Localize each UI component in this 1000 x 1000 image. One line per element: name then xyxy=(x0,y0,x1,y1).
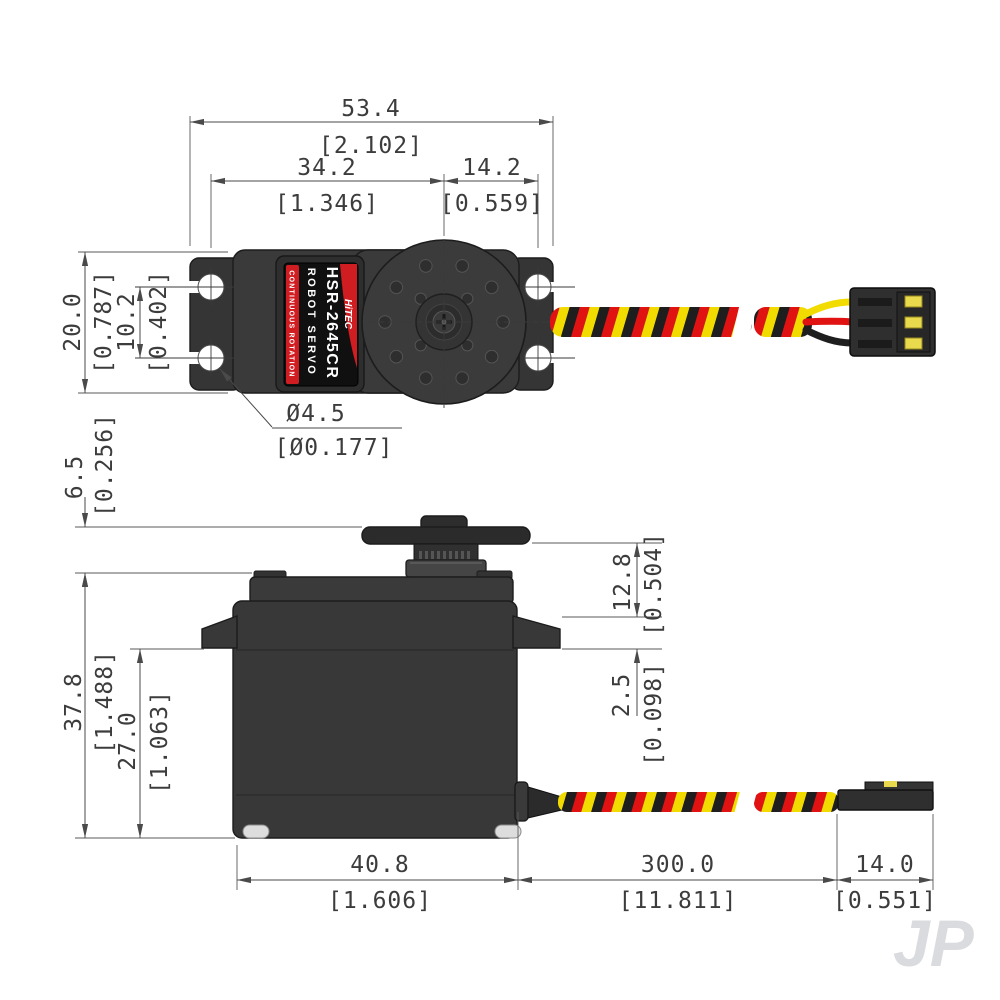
dim-flange-thickness-in: [0.098] xyxy=(641,662,667,766)
label-red-swoosh xyxy=(340,264,357,368)
dim-connector-length-mm: 14.0 xyxy=(855,852,914,878)
connector-side xyxy=(837,781,934,811)
dim-body-depth-in: [0.787] xyxy=(91,270,117,374)
side-view: 6.5 [0.256] 37.8 [1.488] 27.0 [1.063] 12… xyxy=(61,413,937,914)
label-product-line-text: ROBOT SERVO xyxy=(305,268,317,377)
dim-connector-length-in: [0.551] xyxy=(833,888,937,914)
dim-overall-width-mm: 53.4 xyxy=(341,96,400,122)
flange-left xyxy=(201,614,238,649)
servo-horn-side xyxy=(361,515,531,578)
label-model-text: HSR-2645CR xyxy=(323,267,340,380)
dim-hole-pitch-in: [0.402] xyxy=(146,270,172,374)
servo-wire-side xyxy=(558,788,839,818)
dim-horn-to-holes-in: [0.559] xyxy=(440,191,544,217)
dim-body-depth-mm: 20.0 xyxy=(60,292,86,351)
dim-horn-height-mm: 6.5 xyxy=(62,455,88,500)
dim-hole-span-in: [1.346] xyxy=(275,191,379,217)
top-view: CONTINUOUS ROTATION ROBOT SERVO HSR-2645… xyxy=(60,96,936,461)
dim-cable-length-mm: 300.0 xyxy=(641,852,715,878)
flange-right xyxy=(512,615,561,649)
dim-hole-pitch-mm: 10.2 xyxy=(114,292,140,351)
dim-body-length-in: [1.606] xyxy=(328,888,432,914)
servo-horn-top xyxy=(361,239,552,408)
label-red-band xyxy=(286,265,299,384)
label-feature-band-text: CONTINUOUS ROTATION xyxy=(288,270,295,377)
wire-break-top xyxy=(731,303,757,341)
foot-right xyxy=(494,824,522,839)
dim-total-height-in: [1.488] xyxy=(92,650,118,754)
wire-grommet xyxy=(514,781,529,822)
product-label: CONTINUOUS ROTATION ROBOT SERVO HSR-2645… xyxy=(275,255,365,393)
spline-teeth xyxy=(419,551,470,559)
top-view-dimensions: 53.4 [2.102] 34.2 [1.346] 14.2 [0.559] 2… xyxy=(60,96,575,461)
dim-body-length-mm: 40.8 xyxy=(350,852,409,878)
servo-body-side xyxy=(201,570,563,839)
dim-hole-diameter-mm: Ø4.5 xyxy=(286,401,345,427)
jp-watermark: JP xyxy=(893,906,975,980)
dim-horn-to-holes-mm: 14.2 xyxy=(462,155,521,181)
dim-overall-width-in: [2.102] xyxy=(319,133,423,159)
dim-flange-thickness-mm: 2.5 xyxy=(609,673,635,718)
dim-hole-diameter-in: [Ø0.177] xyxy=(275,435,394,461)
servo-wire-top xyxy=(550,298,856,347)
dim-case-height-in: [1.063] xyxy=(147,690,173,794)
foot-left xyxy=(242,824,270,839)
side-view-dimensions: 6.5 [0.256] 37.8 [1.488] 27.0 [1.063] 12… xyxy=(61,413,937,914)
dim-total-height-mm: 37.8 xyxy=(61,672,87,731)
dim-case-height-mm: 27.0 xyxy=(115,711,141,770)
dim-horn-height-in: [0.256] xyxy=(92,413,118,517)
connector-top xyxy=(849,287,936,357)
connector-pins-top xyxy=(904,295,923,350)
dim-shaft-height-in: [0.504] xyxy=(641,532,667,636)
wire-break-side xyxy=(733,788,758,818)
label-brand-logo: HiTEC xyxy=(342,299,353,330)
dim-cable-length-in: [11.811] xyxy=(619,888,738,914)
dim-hole-span-mm: 34.2 xyxy=(297,155,356,181)
dim-shaft-height-mm: 12.8 xyxy=(610,552,636,611)
